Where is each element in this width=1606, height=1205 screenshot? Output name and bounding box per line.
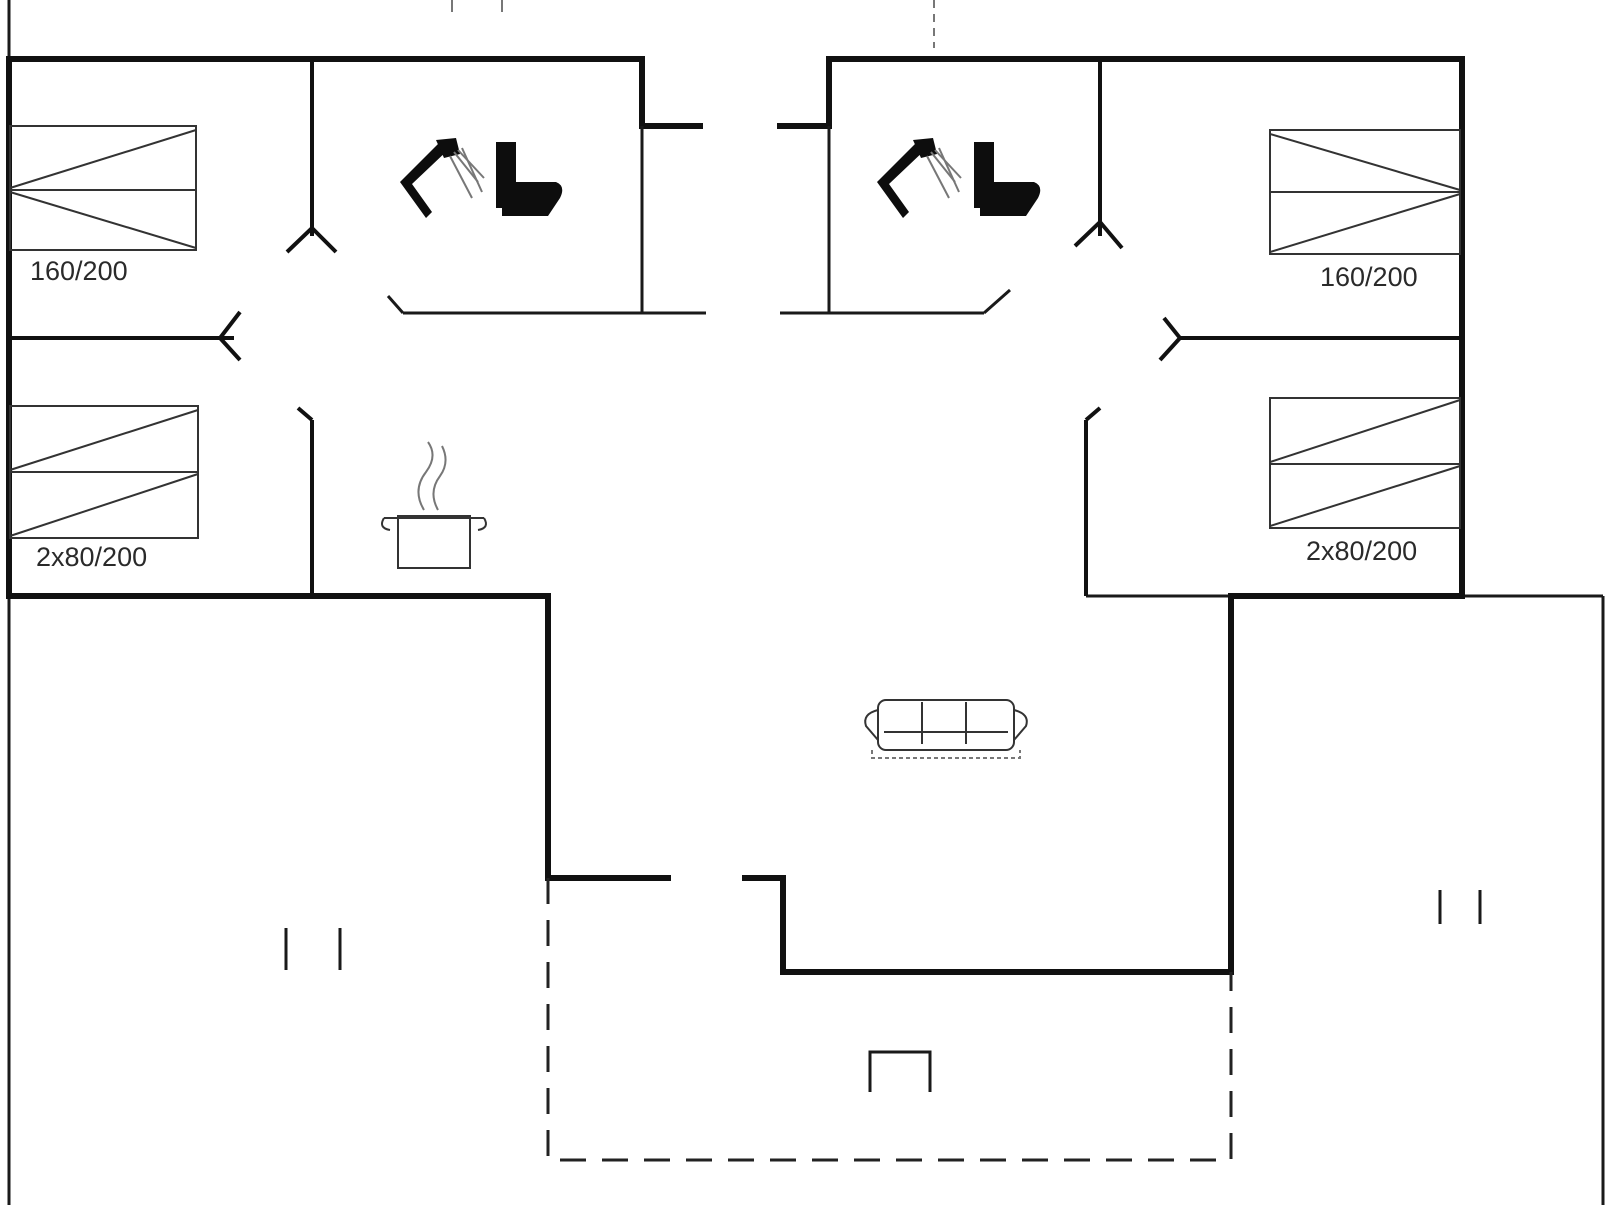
bed-twin-bottom-right <box>1269 397 1461 529</box>
bed-double-top-left <box>9 125 197 251</box>
bed-label: 2x80/200 <box>36 542 147 572</box>
shower-icon <box>400 138 485 218</box>
door-swings <box>217 219 1183 422</box>
shower-icon <box>877 138 962 218</box>
table-icon <box>868 1050 932 1092</box>
interior-walls <box>9 59 1462 596</box>
bed-twin-bottom-left <box>9 405 199 539</box>
bed-double-top-right <box>1269 129 1461 255</box>
toilet-icon <box>496 142 563 216</box>
site-boundary <box>7 0 1605 1205</box>
bed-label: 160/200 <box>30 256 128 286</box>
window-marks <box>284 890 1482 970</box>
cooking-pot-icon <box>381 441 487 569</box>
toilet-icon <box>974 142 1041 216</box>
exterior-walls <box>6 56 1465 975</box>
bed-label: 160/200 <box>1320 262 1418 292</box>
sofa-icon <box>864 699 1028 759</box>
bed-label: 2x80/200 <box>1306 536 1417 566</box>
terrace-outline <box>546 878 1233 1162</box>
